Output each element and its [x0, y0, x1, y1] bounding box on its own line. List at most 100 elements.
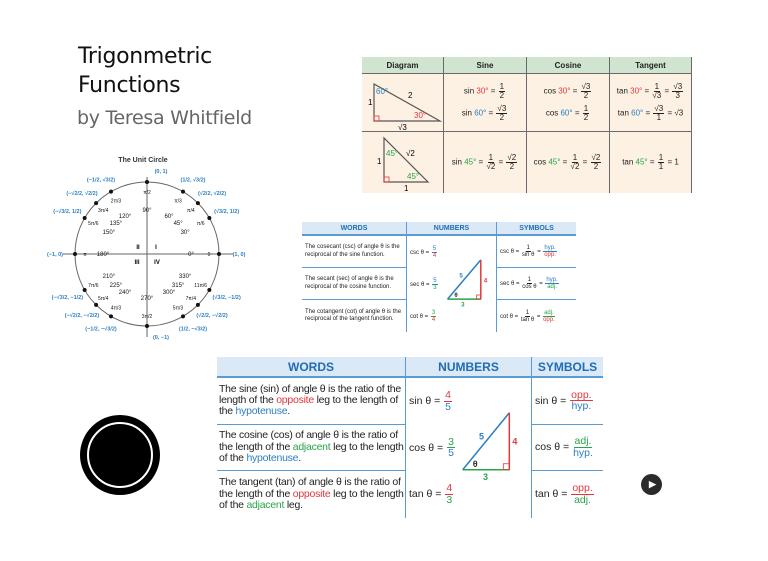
radian-label: 5π/6	[88, 221, 99, 227]
coordinate-label: (√2/2, −√2/2)	[196, 312, 227, 319]
expr-text: tan	[616, 86, 631, 96]
denominator: 1	[658, 162, 664, 171]
denominator: 2	[499, 90, 505, 100]
quadrant-label: III	[134, 260, 139, 266]
numerator: √3	[653, 104, 665, 115]
denominator: adj.	[547, 284, 557, 290]
denominator: sin θ	[521, 252, 535, 258]
radian-label: 5π/4	[98, 296, 109, 302]
table-body: The cosecant (csc) of angle θ is the rec…	[302, 236, 576, 332]
reciprocal-functions-table: WORDS NUMBERS SYMBOLS The cosecant (csc)…	[302, 222, 576, 334]
title-line-1: Trigonmetric	[78, 44, 212, 69]
diagram-45-45-90: 45° 45° √2 1 1	[362, 132, 444, 193]
radian-label: π/3	[174, 198, 182, 204]
radian-label: π	[83, 252, 87, 258]
expr-text: sin	[451, 157, 465, 167]
header-symbols: SYMBOLS	[519, 224, 554, 232]
numerator: adj.	[543, 309, 555, 317]
fraction: hyp.adj.	[545, 277, 559, 290]
highlighted-term: 30°	[630, 86, 643, 96]
play-icon: ▶	[649, 479, 656, 489]
highlighted-term: opposite	[276, 394, 314, 407]
table-header: Diagram Sine Cosine Tangent	[362, 57, 692, 73]
expr-text: tan θ =	[409, 488, 445, 501]
numerator: opp.	[570, 388, 593, 402]
expr-text: sec θ =	[500, 281, 522, 288]
numerator: 5	[431, 245, 438, 253]
denominator: 2	[499, 113, 505, 123]
fraction: 1√3	[652, 82, 662, 100]
words-column: The cosecant (csc) of angle θ is the rec…	[302, 236, 407, 332]
highlighted-term: 60°	[631, 108, 644, 118]
denominator: √2	[486, 162, 496, 171]
radian-label: 3π/2	[142, 314, 153, 320]
expr-text: =	[488, 86, 498, 96]
header-diagram: Diagram	[362, 57, 444, 73]
expr-text: csc θ =	[410, 249, 431, 256]
expr-text: =	[537, 281, 545, 288]
fraction: hyp.opp.	[543, 245, 557, 258]
radian-label: π/2	[143, 190, 151, 196]
highlighted-term: hypotenuse	[235, 405, 288, 418]
expr-text: leg to the length of the	[219, 440, 404, 464]
words-cell: The cosine (cos) of angle θ is the ratio…	[217, 425, 405, 471]
quadrant-label: II	[136, 245, 140, 251]
symbols-cell: sin θ = opp.hyp.	[532, 378, 603, 425]
degree-label: 0°	[188, 252, 194, 258]
degree-label: 315°	[172, 283, 185, 289]
expr-text: cos	[543, 86, 559, 96]
expr-text: leg to the length of the	[219, 394, 398, 418]
symbols-cell: cos θ = adj.hyp.	[532, 425, 603, 471]
words-cell: The cosecant (csc) of angle θ is the rec…	[302, 236, 406, 268]
triangle-angle-label: θ	[473, 459, 478, 469]
coordinate-label: (−1/2, −√3/2)	[85, 325, 117, 332]
short-leg-label: 1	[368, 98, 373, 107]
triangle-angle-label: θ	[454, 292, 458, 299]
expr-text: cot θ =	[500, 313, 520, 320]
words-column: The sine (sin) of angle θ is the ratio o…	[217, 378, 406, 518]
denominator: 3	[433, 284, 437, 291]
header-numbers: NUMBERS	[407, 222, 497, 234]
unit-circle-point	[195, 302, 200, 307]
coordinate-label: (−1, 0)	[47, 252, 63, 258]
unit-circle-point	[94, 201, 99, 206]
unit-circle-point	[217, 252, 221, 256]
degree-label: 330°	[179, 274, 192, 280]
coordinate-label: (−√2/2, −√2/2)	[65, 312, 100, 319]
record-button[interactable]	[80, 415, 160, 495]
highlighted-term: 45°	[548, 157, 561, 167]
right-angle-mark	[502, 463, 510, 471]
radian-label: 11π/6	[194, 283, 207, 289]
symbols-column: sin θ = opp.hyp.cos θ = adj.hyp.tan θ = …	[532, 378, 603, 518]
numerator: 1	[582, 104, 590, 115]
quadrant-label: I	[155, 245, 157, 251]
triangle-opp-label: 4	[512, 436, 517, 446]
leg-label: 1	[377, 157, 382, 166]
degree-label: 135°	[110, 221, 123, 227]
expr-text: = 1	[665, 157, 679, 167]
fraction: adj.hyp.	[573, 436, 593, 458]
header-tangent: Tangent	[610, 57, 692, 73]
coordinate-label: (0, 1)	[155, 169, 168, 175]
hyp-label: 2	[408, 91, 413, 100]
triangle-hyp-label: 5	[459, 273, 463, 280]
highlighted-term: 30°	[558, 86, 571, 96]
next-slide-button[interactable]: ▶	[641, 474, 662, 495]
degree-label: 150°	[103, 230, 116, 236]
numerator: 1	[498, 81, 506, 92]
unit-circle-point	[195, 201, 200, 206]
unit-circle-point	[181, 314, 185, 319]
denominator: √3	[652, 90, 662, 100]
